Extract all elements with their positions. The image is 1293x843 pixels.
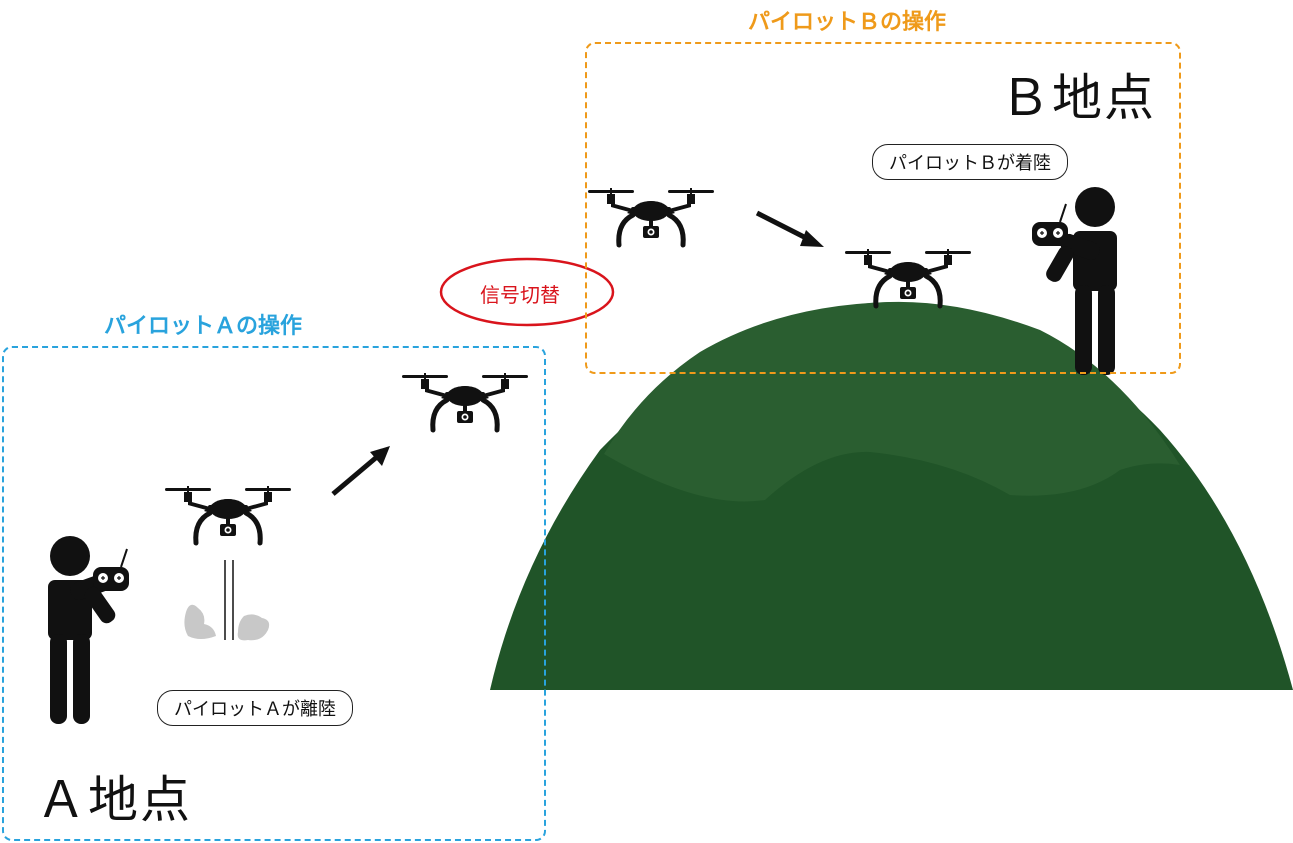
signal-switch-label: 信号切替 <box>480 283 560 307</box>
mountain <box>490 301 1293 690</box>
arrow-icon-descent <box>755 210 824 247</box>
pilot-b-figure <box>1031 187 1117 375</box>
arrow-icon-ascent <box>331 446 390 496</box>
pilot-b-section-title: パイロットＢの操作 <box>748 10 947 35</box>
pilot-a-action-label: パイロットＡが離陸 <box>157 690 353 726</box>
pilot-b-action-label: パイロットＢが着陸 <box>872 144 1068 180</box>
dust-cloud-icon <box>184 604 270 641</box>
pilot-a-section-title: パイロットＡの操作 <box>104 314 303 339</box>
pilot-a-figure <box>48 536 130 724</box>
location-a-label: Ａ地点 <box>36 771 192 829</box>
location-b-label: Ｂ地点 <box>1000 69 1156 127</box>
signal-switch-ellipse <box>439 257 615 327</box>
pilot-b-zone <box>585 42 1181 374</box>
pilot-a-zone <box>2 346 546 841</box>
